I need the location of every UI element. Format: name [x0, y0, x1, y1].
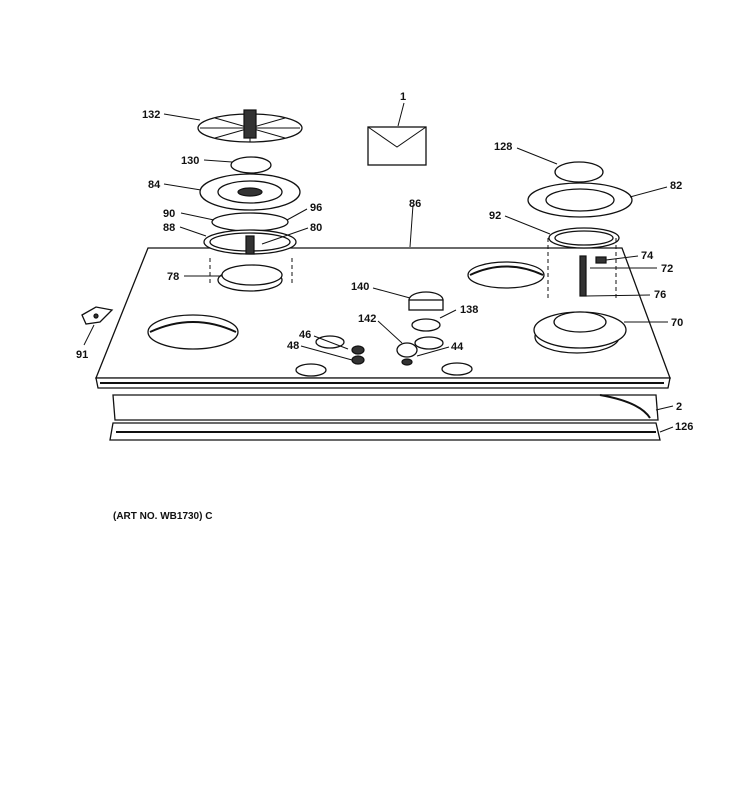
callout-142: 142: [358, 313, 376, 325]
callout-82: 82: [670, 180, 682, 192]
callout-96: 96: [310, 202, 322, 214]
callout-130: 130: [181, 155, 199, 167]
callout-138: 138: [460, 304, 478, 316]
callout-126: 126: [675, 421, 693, 433]
callout-80: 80: [310, 222, 322, 234]
callout-44: 44: [451, 341, 464, 353]
callout-74: 74: [641, 250, 654, 262]
right-burner-stack: [527, 161, 633, 349]
callout-92: 92: [489, 210, 501, 222]
control-knobs: [351, 291, 444, 366]
left-burner-stack: [197, 109, 303, 286]
callout-46: 46: [299, 329, 311, 341]
callout-labels: 1 132 130 84 96 90 88 80 78 128 82 92 74…: [76, 91, 693, 433]
callout-140: 140: [351, 281, 369, 293]
callout-72: 72: [661, 263, 673, 275]
callout-70: 70: [671, 317, 683, 329]
callout-128: 128: [494, 141, 512, 153]
callout-1: 1: [400, 91, 406, 103]
callout-78: 78: [167, 271, 179, 283]
leader-lines: [83, 102, 674, 433]
lower-frame: [109, 394, 661, 441]
callout-90: 90: [163, 208, 175, 220]
callout-84: 84: [148, 179, 161, 191]
bracket-part: [81, 306, 114, 325]
art-number-label: (ART NO. WB1730) C: [113, 511, 213, 522]
callout-48: 48: [287, 340, 299, 352]
callout-91: 91: [76, 349, 88, 361]
callout-86: 86: [409, 198, 421, 210]
callout-76: 76: [654, 289, 666, 301]
literature-envelope: [367, 126, 427, 166]
callout-88: 88: [163, 222, 175, 234]
callout-132: 132: [142, 109, 160, 121]
callout-2: 2: [676, 401, 682, 413]
